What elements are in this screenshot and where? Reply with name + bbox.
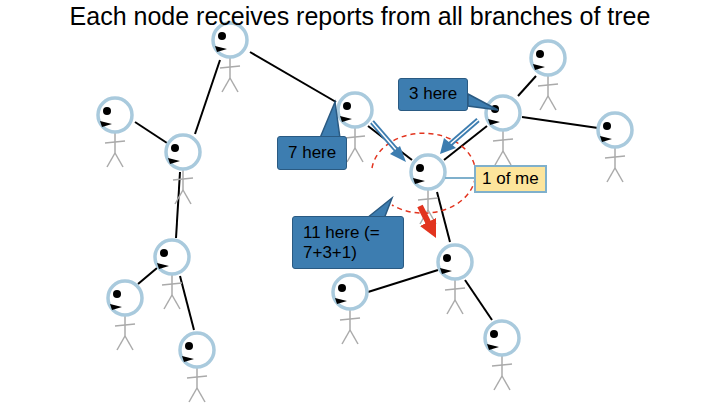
slide-title: Each node receives reports from all bran… (0, 2, 720, 31)
callout-text: 11 here (= 7+3+1) (303, 223, 393, 262)
note-box: 1 of me (474, 165, 547, 193)
speech-bubble: 3 here (398, 78, 468, 111)
speech-bubble: 7 here (277, 136, 347, 170)
callout-text: 3 here (409, 84, 457, 104)
speech-bubble: 11 here (= 7+3+1) (292, 216, 404, 269)
callout-text: 1 of me (482, 169, 539, 189)
callout-text: 7 here (288, 143, 336, 163)
